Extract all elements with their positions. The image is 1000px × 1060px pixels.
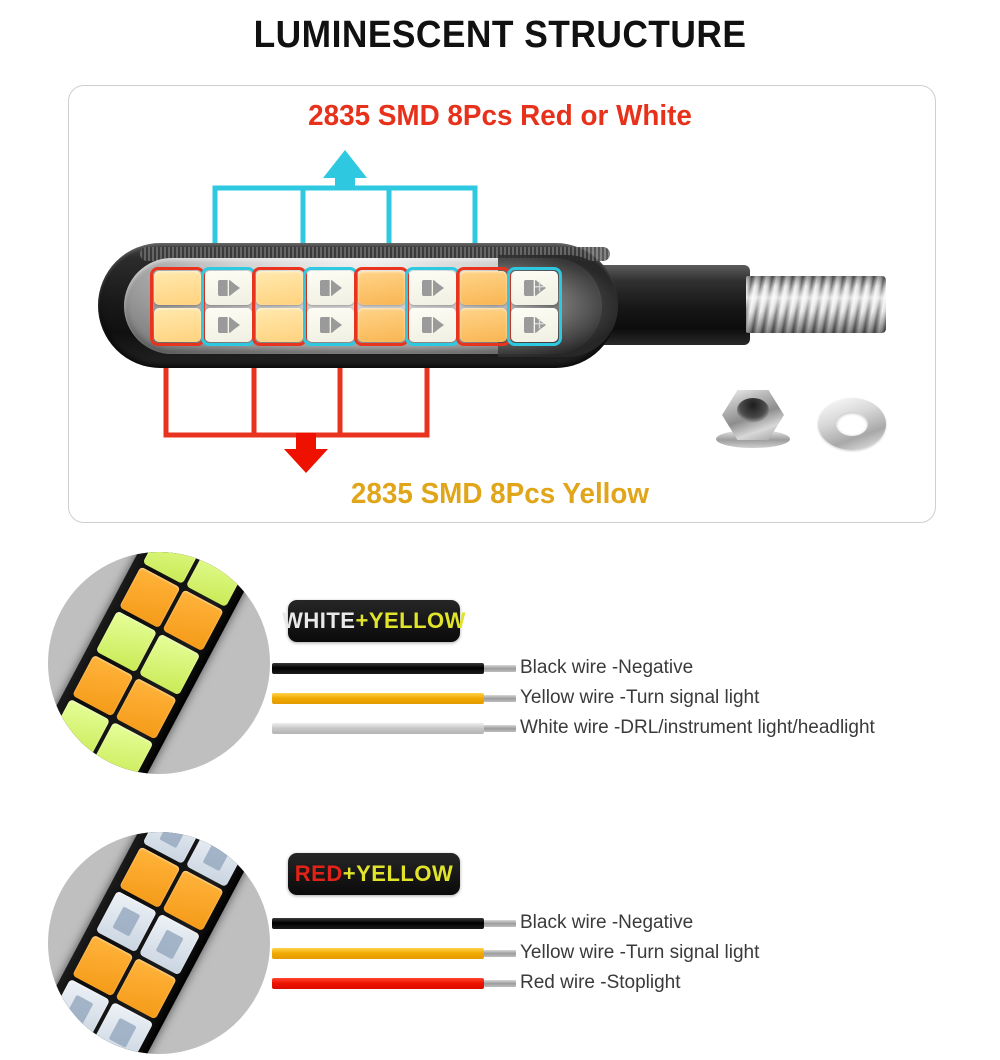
- variant-badge-white-yellow: WHITE+YELLOW: [282, 600, 465, 642]
- wire-tip-icon: [484, 980, 516, 987]
- variant-badge-red-yellow: RED+YELLOW: [288, 853, 460, 895]
- red-wire: [272, 978, 484, 989]
- badge-plus: +: [355, 608, 369, 633]
- badge-part-a: RED: [294, 861, 343, 886]
- black-wire: [272, 663, 484, 674]
- plus-mark-2: +: [534, 314, 546, 335]
- wire-label: Yellow wire -Turn signal light: [520, 687, 760, 708]
- page-title: LUMINESCENT STRUCTURE: [253, 14, 747, 56]
- polarity-marks: + +: [534, 269, 554, 343]
- threaded-bolt: [746, 276, 886, 333]
- wire-tip-icon: [484, 920, 516, 927]
- badge-part-a: WHITE: [282, 608, 356, 633]
- led-column-6: [405, 267, 460, 346]
- led-column-5: [354, 267, 409, 346]
- led-column-3: [252, 267, 307, 346]
- badge-plus: +: [342, 861, 357, 886]
- wire-label: Black wire -Negative: [520, 912, 694, 933]
- wire-label: Yellow wire -Turn signal light: [520, 942, 760, 963]
- washer: [818, 398, 886, 450]
- led-array: [150, 267, 562, 346]
- led-column-2: [201, 267, 256, 346]
- led-turn-signal-body: + +: [98, 243, 886, 368]
- led-column-1: [150, 267, 205, 346]
- led-column-4: [303, 267, 358, 346]
- lamp-housing: + +: [98, 243, 618, 368]
- wire-tip-icon: [484, 950, 516, 957]
- wire-tip-icon: [484, 725, 516, 732]
- led-closeup-photo-red-yellow: [48, 832, 270, 1054]
- housing-textured-rim: [140, 247, 610, 261]
- wire-label: White wire -DRL/instrument light/headlig…: [520, 717, 875, 738]
- white-wire: [272, 723, 484, 734]
- wire-label: Black wire -Negative: [520, 657, 694, 678]
- led-column-7: [456, 267, 511, 346]
- yellow-led-label: 2835 SMD 8Pcs Yellow: [350, 478, 650, 510]
- badge-part-b: YELLOW: [356, 861, 454, 886]
- red-white-led-label: 2835 SMD 8Pcs Red or White: [308, 100, 692, 132]
- wire-label-list-red-yellow: Black wire -Negative Yellow wire -Turn s…: [520, 908, 759, 998]
- yellow-wire: [272, 948, 484, 959]
- black-wire: [272, 918, 484, 929]
- wire-tip-icon: [484, 695, 516, 702]
- wire-label: Red wire -Stoplight: [520, 972, 681, 993]
- plus-mark-1: +: [534, 277, 546, 298]
- badge-part-b: YELLOW: [368, 608, 466, 633]
- yellow-wire: [272, 693, 484, 704]
- flange-nut: [716, 390, 790, 452]
- led-closeup-photo-white-yellow: [48, 552, 270, 774]
- wire-label-list-white-yellow: Black wire -Negative Yellow wire -Turn s…: [520, 653, 875, 743]
- wire-tip-icon: [484, 665, 516, 672]
